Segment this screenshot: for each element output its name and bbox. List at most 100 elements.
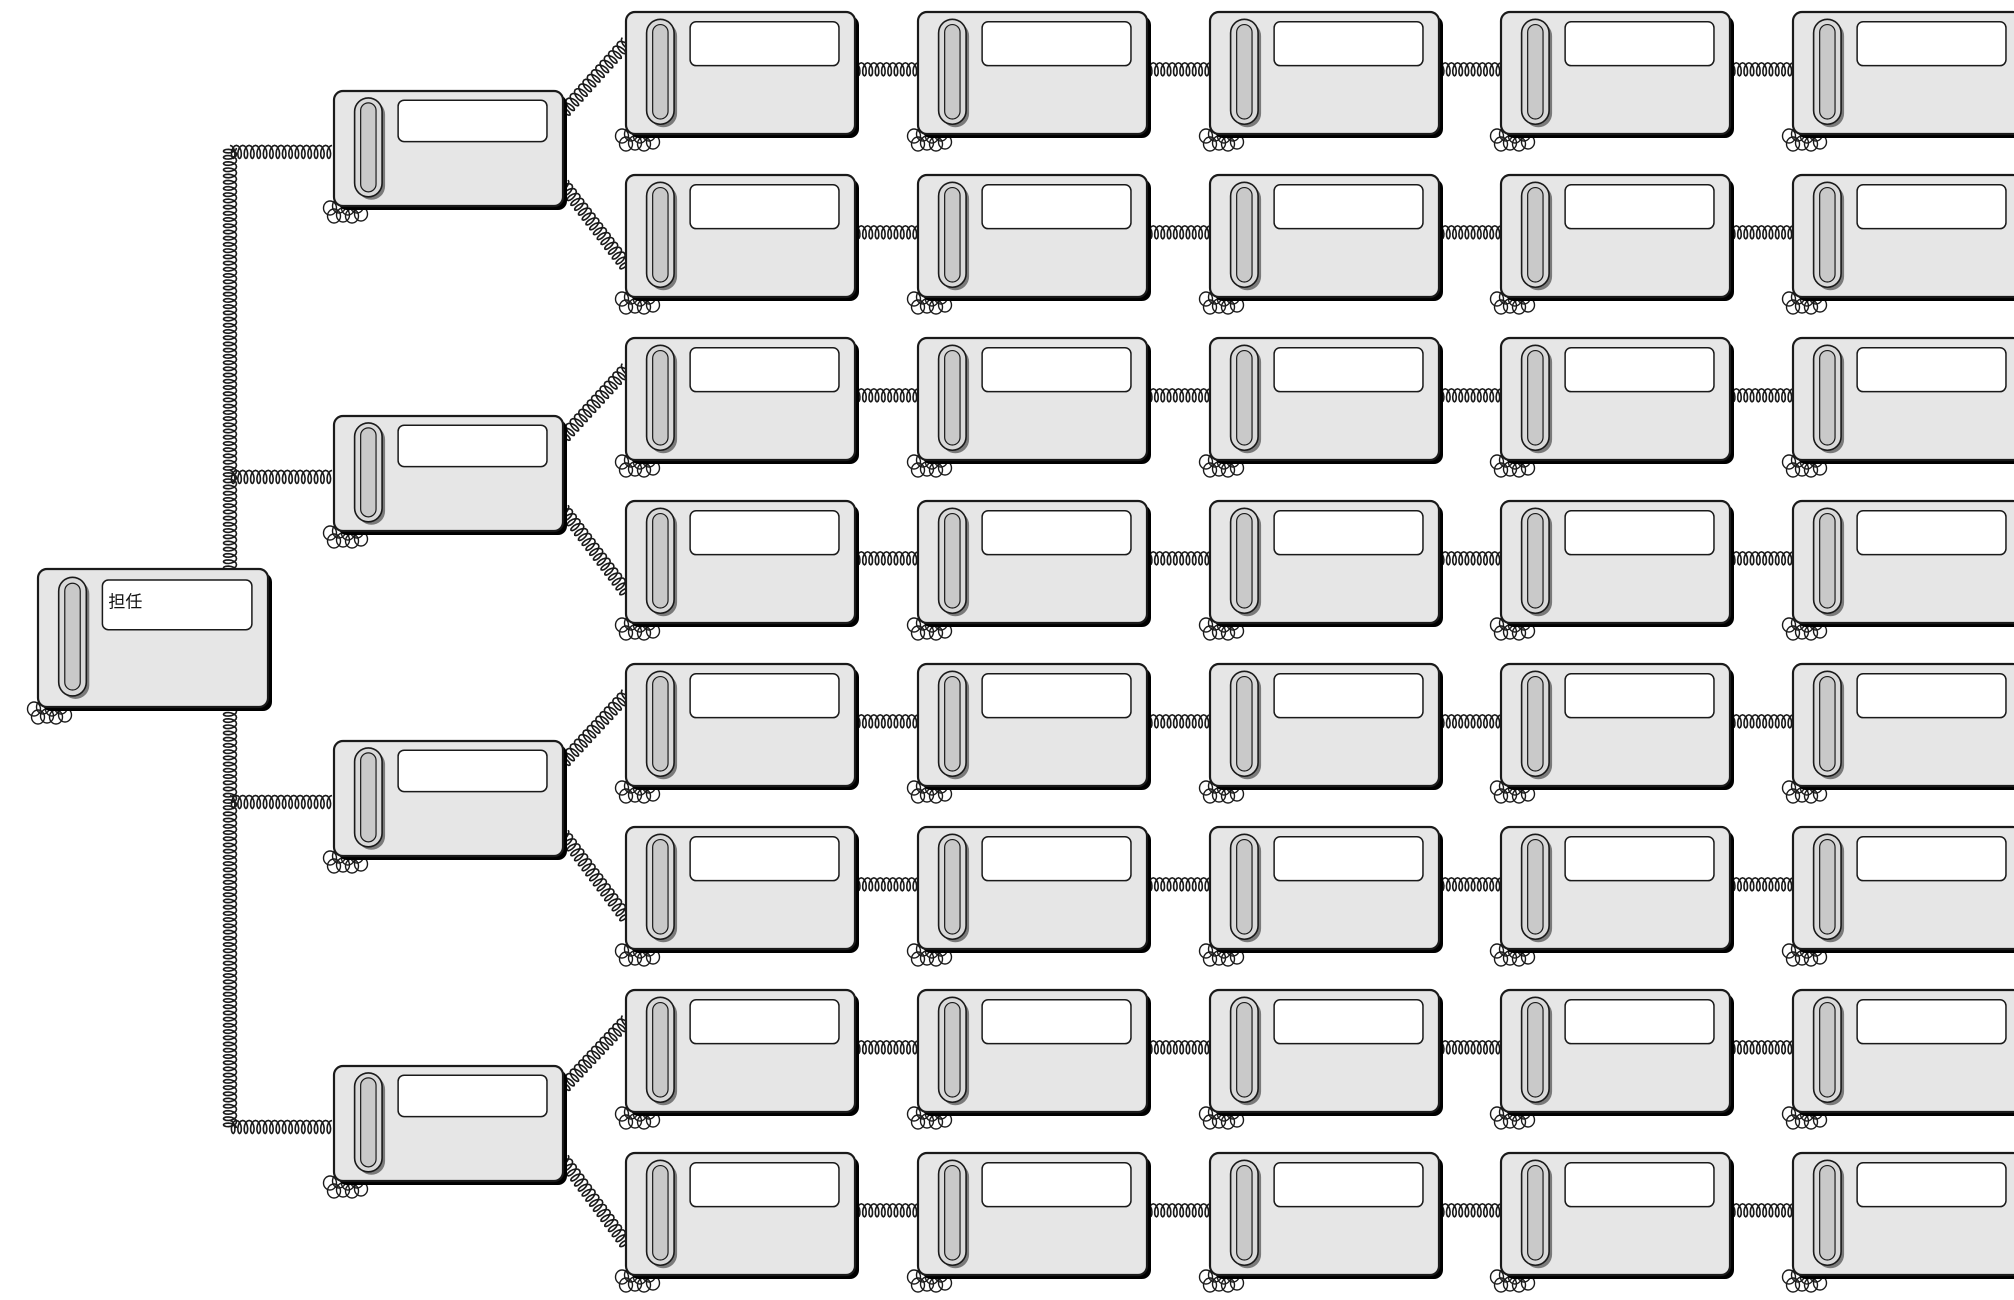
chain-cord [1730,878,1793,891]
phone-display [1274,22,1423,66]
phone-display [982,1000,1131,1044]
contact-phone [616,12,860,151]
phone-display [1857,674,2006,718]
split-cord [560,180,632,269]
phone-display [982,511,1131,555]
phone-display [982,837,1131,881]
phone-display [398,100,547,141]
contact-phone [1783,175,2014,314]
telephones: 担任 [28,12,2014,1292]
contact-phone [908,12,1152,151]
split-cord [558,364,630,441]
phone-display [982,1163,1131,1207]
chain-cord [1730,1041,1793,1054]
chain-cord [855,226,918,239]
phone-display [1857,1163,2006,1207]
chain-cord [1147,715,1210,728]
phone-display [1565,185,1714,229]
contact-phone [908,827,1152,966]
chain-cord [1730,1204,1793,1217]
contact-phone [1200,12,1444,151]
phone-display [1274,185,1423,229]
phone-display [690,837,839,881]
phone-display [982,348,1131,392]
phone-display [1565,511,1714,555]
contact-phone [616,664,860,803]
contact-phone [1200,501,1444,640]
contact-phone [1783,338,2014,477]
phone-display [982,22,1131,66]
phone-display [1565,837,1714,881]
branch-phone-1 [324,91,568,223]
chain-cord [1439,715,1501,728]
chain-cord [1730,552,1793,565]
chain-cord [1439,1041,1501,1054]
chain-cord [855,878,918,891]
chain-cord [1439,1204,1501,1217]
branch-cord-4 [230,1121,332,1134]
phone-display [690,1000,839,1044]
chain-cord [1439,63,1501,76]
phone-display [1565,348,1714,392]
contact-phone [1200,1153,1444,1292]
contact-phone [1783,1153,2014,1292]
phone-display [1565,1163,1714,1207]
branch-cord-1 [230,145,332,158]
phone-display [1857,348,2006,392]
root-phone: 担任 [28,569,273,724]
contact-phone [908,175,1152,314]
phone-display [1857,511,2006,555]
chain-cord [1439,878,1501,891]
contact-phone [908,990,1152,1129]
chain-cord [1147,1041,1210,1054]
chain-cord [1439,389,1501,402]
chain-cord [1147,878,1210,891]
branch-phone-3 [324,741,568,873]
branch-phone-2 [324,416,568,548]
phone-display [690,511,839,555]
phone-display [398,1075,547,1116]
contact-phone [1200,990,1444,1129]
chain-cord [1147,63,1210,76]
chain-cord [1439,226,1501,239]
chain-cord [1439,552,1501,565]
contact-phone [1491,827,1735,966]
trunk-cord-lower [224,705,237,1128]
chain-cord [1147,1204,1210,1217]
phone-display [1274,674,1423,718]
contact-phone [1783,501,2014,640]
chain-cord [1147,389,1210,402]
contact-phone [616,990,860,1129]
phone-display [1565,674,1714,718]
chain-cord [1147,226,1210,239]
contact-phone [1491,175,1735,314]
contact-phone [908,338,1152,477]
contact-phone [1491,12,1735,151]
contact-phone [1491,338,1735,477]
phone-display [1565,1000,1714,1044]
phone-display [982,674,1131,718]
split-cord [560,830,633,921]
phone-display [398,750,547,791]
phone-display [690,674,839,718]
chain-cord [1730,226,1793,239]
contact-phone [1783,664,2014,803]
phone-display [1274,1163,1423,1207]
contact-phone [616,338,860,477]
contact-phone [908,501,1152,640]
contact-phone [616,1153,860,1292]
chain-cord [1730,715,1793,728]
contact-phone [1783,12,2014,151]
chain-cord [855,1041,918,1054]
contact-phone [1200,175,1444,314]
phone-display [1857,1000,2006,1044]
contact-phone [1491,1153,1735,1292]
chain-cord [1730,389,1793,402]
chain-cord [855,389,918,402]
contact-phone [616,827,860,966]
contact-phone [1200,664,1444,803]
contact-phone [1200,827,1444,966]
contact-phone [908,664,1152,803]
phone-display [1274,837,1423,881]
chain-cord [855,1204,918,1217]
